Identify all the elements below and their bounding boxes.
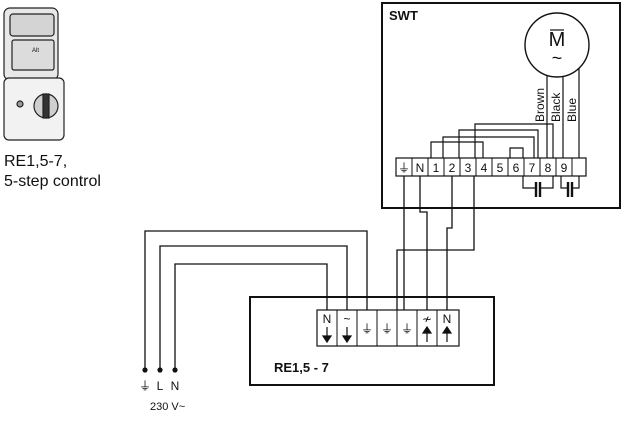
- motor-tilde: ~: [552, 48, 563, 68]
- controller-terminal-out: ≁: [422, 312, 432, 326]
- swt-terminal-strip: [395, 157, 587, 177]
- controller-terminal-earth-3: ⏚: [401, 322, 413, 336]
- supply-label-l: L: [157, 379, 164, 393]
- controller-terminal-arrows: [321, 325, 453, 344]
- supply-wire-dots: [142, 367, 178, 373]
- swt-capacitors: [522, 176, 580, 197]
- product-illustration: Alt: [3, 7, 65, 141]
- controller-swt-wires: [396, 176, 475, 310]
- swt-terminal-n: N: [416, 161, 425, 175]
- swt-terminal-1: 1: [433, 161, 440, 175]
- controller-terminal-l-in: ~: [343, 312, 350, 326]
- swt-terminal-6: 6: [513, 161, 520, 175]
- supply-voltage: 230 V~: [150, 401, 185, 413]
- wire-label-blue: Blue: [565, 98, 579, 122]
- swt-terminal-5: 5: [497, 161, 504, 175]
- svg-text:Alt: Alt: [32, 48, 39, 54]
- swt-jumpers: [430, 123, 554, 158]
- supply-label-n: N: [171, 379, 180, 393]
- product-model-label: RE1,5-7,: [4, 153, 68, 170]
- controller-terminal-earth-2: ⏚: [381, 322, 393, 336]
- controller-terminal-earth-1: ⏚: [361, 322, 373, 336]
- supply-label-earth: ⏚: [139, 379, 151, 393]
- swt-terminal-9: 9: [561, 161, 568, 175]
- swt-terminal-4: 4: [481, 161, 488, 175]
- wire-label-black: Black: [549, 92, 563, 122]
- controller-terminal-strip: [316, 309, 460, 347]
- swt-title: SWT: [389, 8, 418, 23]
- motor-label: M: [549, 29, 566, 51]
- swt-terminal-3: 3: [465, 161, 472, 175]
- product-description: 5-step control: [4, 173, 101, 190]
- swt-terminal-earth: ⏚: [398, 161, 410, 175]
- product-caption: RE1,5-7, 5-step control: [4, 152, 101, 192]
- controller-title: RE1,5 - 7: [274, 360, 329, 375]
- motor-wires: [546, 68, 580, 158]
- swt-box: [381, 2, 621, 209]
- swt-terminal-7: 7: [529, 161, 536, 175]
- swt-terminal-2: 2: [449, 161, 456, 175]
- swt-terminal-8: 8: [545, 161, 552, 175]
- controller-terminal-n-out: N: [443, 312, 452, 326]
- controller-box: [249, 296, 495, 386]
- controller-terminal-n-in: N: [323, 312, 332, 326]
- motor-symbol: [524, 12, 590, 78]
- supply-wires: [144, 230, 368, 370]
- wire-label-brown: Brown: [533, 88, 547, 122]
